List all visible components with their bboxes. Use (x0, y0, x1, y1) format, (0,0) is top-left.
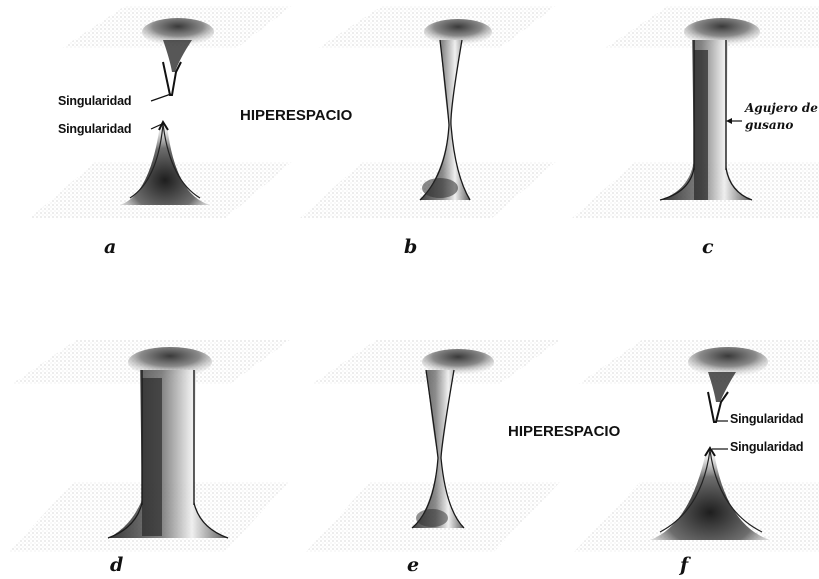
panel-letter-b: b (404, 236, 417, 258)
wormhole-label: Agujero de gusano (745, 100, 818, 134)
hyperspace-label-bottom: HIPERESPACIO (508, 423, 620, 440)
panel-letter-a: a (104, 236, 116, 258)
singularity-label-f-top: Singularidad (730, 412, 803, 426)
panel-d (8, 340, 290, 552)
panel-letter-c: c (702, 236, 714, 258)
panel-letter-e: e (407, 554, 419, 576)
singularity-label-a-bottom: Singularidad (58, 122, 131, 136)
panel-letter-f: f (680, 554, 688, 576)
wormhole-label-line1: Agujero de (745, 100, 818, 117)
wormhole-label-line2: gusano (745, 117, 818, 134)
singularity-label-f-bottom: Singularidad (730, 440, 803, 454)
panel-letter-d: d (110, 554, 123, 576)
panel-e (306, 340, 560, 552)
singularity-label-a-top: Singularidad (58, 94, 131, 108)
upper-throat (708, 372, 736, 402)
hyperspace-label-top: HIPERESPACIO (240, 107, 352, 124)
